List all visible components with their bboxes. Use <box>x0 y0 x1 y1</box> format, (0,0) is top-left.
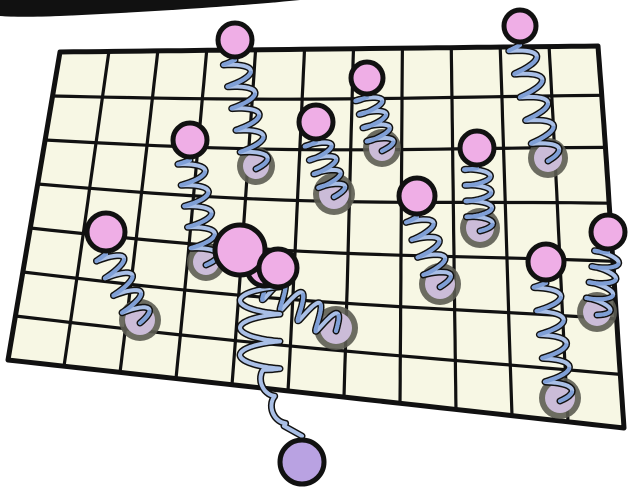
corner-stroke-shape <box>0 0 300 17</box>
ball-icon <box>299 105 333 139</box>
ball-icon <box>591 215 625 249</box>
ball-icon <box>173 123 207 157</box>
ball-icon <box>528 244 564 280</box>
ball-icon <box>87 213 125 251</box>
corner-brush-stroke <box>0 0 300 17</box>
ball-icon <box>351 62 383 94</box>
ball-icon <box>399 178 435 214</box>
spring-wire-front <box>464 168 477 170</box>
ball-icon <box>460 131 494 165</box>
ball-icon <box>504 10 536 42</box>
ball-icon <box>259 249 297 287</box>
ball-icon <box>218 23 252 57</box>
detached-ball-icon <box>280 440 324 484</box>
